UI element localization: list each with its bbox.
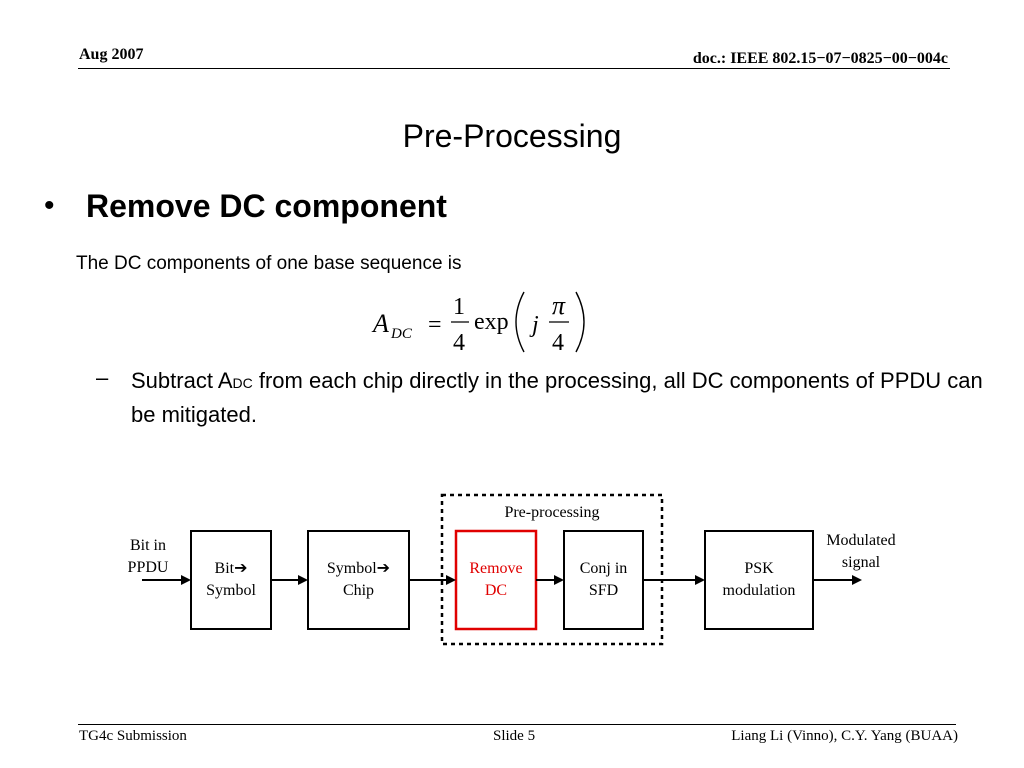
formula-pi-den: 4 [552, 330, 564, 356]
slide-title: Pre-Processing [402, 118, 622, 154]
block-remove-dc-line2: DC [484, 582, 508, 599]
block-remove-dc-line1: Remove [469, 560, 523, 577]
block-conj-sfd-line2: SFD [588, 582, 619, 599]
sub-bullet-post: from each chip directly in the processin… [131, 368, 983, 427]
preprocessing-group-label: Pre-processing [504, 504, 600, 521]
block-symbol-chip-line1: Symbol➔ [326, 560, 391, 577]
formula-lhs-sub: DC [390, 326, 413, 342]
formula-pi: π [552, 291, 566, 320]
block-symbol-chip-line2: Chip [342, 582, 375, 599]
block-conj-sfd-line1: Conj in [579, 560, 628, 577]
bullet-dot: • [44, 189, 55, 222]
block-bit-symbol: Bit➔ Symbol [191, 558, 271, 602]
block-remove-dc-box [454, 529, 538, 631]
footer-authors: Liang Li (Vinno), C.Y. Yang (BUAA) [731, 728, 958, 744]
formula-func: exp [474, 309, 509, 335]
block-psk-line2: modulation [722, 582, 796, 599]
formula-left-paren [515, 291, 525, 353]
sub-bullet-pre: Subtract A [131, 368, 233, 393]
footer-slide-number: Slide 5 [493, 728, 536, 744]
formula-numerator: 1 [453, 294, 465, 320]
header-doc-id: doc.: IEEE 802.15−07−0825−00−004c [692, 50, 948, 67]
block-remove-dc: Remove DC [456, 558, 536, 602]
block-bit-symbol-line1: Bit➔ [214, 560, 248, 577]
footer-left: TG4c Submission [79, 728, 187, 744]
footer-divider [78, 724, 956, 725]
bullet-heading: Remove DC component [86, 188, 447, 224]
formula-lhs-var: A [371, 309, 389, 338]
block-psk-box [704, 530, 814, 630]
block-bit-symbol-box [190, 530, 272, 630]
block-psk-line1: PSK [744, 560, 774, 577]
header-divider [78, 68, 950, 69]
sub-bullet-dash: – [96, 365, 109, 390]
block-conj-sfd-box [563, 530, 644, 630]
block-symbol-chip: Symbol➔ Chip [308, 558, 409, 602]
input-label-line2: PPDU [127, 559, 169, 576]
input-label-line1: Bit in [129, 537, 166, 554]
sub-bullet-text: Subtract ADC from each chip directly in … [131, 365, 991, 430]
header-date: Aug 2007 [79, 46, 144, 63]
formula-equals: = [428, 312, 442, 338]
input-label: Bit in PPDU [108, 535, 188, 579]
formula-j: j [529, 312, 539, 338]
block-psk-modulation: PSK modulation [705, 558, 813, 602]
output-label-line2: signal [841, 554, 881, 571]
block-conj-sfd: Conj in SFD [564, 558, 643, 602]
formula-adc: A DC = 1 4 exp j π 4 [371, 291, 585, 356]
output-label: Modulated signal [812, 530, 910, 574]
sub-bullet-sub: DC [232, 375, 253, 391]
formula-right-paren [575, 291, 585, 353]
formula-denominator: 4 [453, 330, 465, 356]
block-bit-symbol-line2: Symbol [206, 582, 256, 599]
output-label-line1: Modulated [826, 532, 896, 549]
block-symbol-chip-box [307, 530, 410, 630]
description-text: The DC components of one base sequence i… [76, 253, 462, 274]
